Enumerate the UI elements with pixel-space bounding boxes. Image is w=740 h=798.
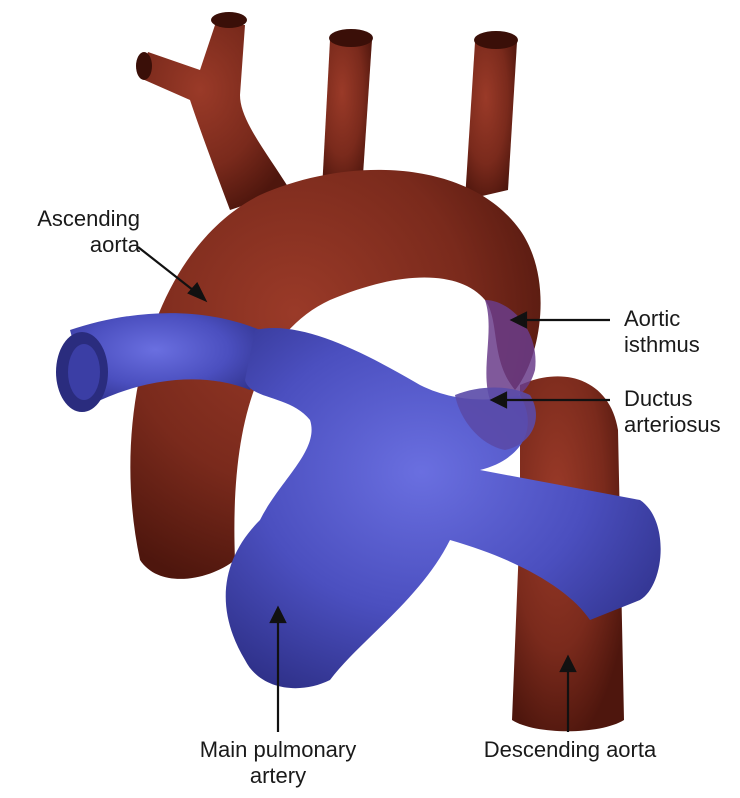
label-aortic-isthmus-line2: isthmus [624, 332, 734, 358]
label-ascending-aorta-line2: aorta [10, 232, 140, 258]
label-main-pulmonary-artery-line2: artery [178, 763, 378, 789]
vessel-opening [474, 31, 518, 49]
label-main-pulmonary-artery-line1: Main pulmonary [178, 737, 378, 763]
label-ascending-aorta: Ascending aorta [10, 206, 140, 258]
left-common-carotid [322, 40, 372, 190]
label-descending-aorta: Descending aorta [470, 737, 670, 763]
vessel-opening [136, 52, 152, 80]
vessel-opening [329, 29, 373, 47]
vessel-opening [211, 12, 247, 28]
label-ascending-aorta-line1: Ascending [10, 206, 140, 232]
label-ductus-arteriosus-line1: Ductus [624, 386, 738, 412]
left-subclavian [465, 42, 517, 200]
label-aortic-isthmus-line1: Aortic [624, 306, 734, 332]
label-ductus-arteriosus-line2: arteriosus [624, 412, 738, 438]
brachiocephalic-artery [140, 25, 290, 210]
label-main-pulmonary-artery: Main pulmonary artery [178, 737, 378, 789]
label-ductus-arteriosus: Ductus arteriosus [624, 386, 738, 438]
label-descending-aorta-line1: Descending aorta [470, 737, 670, 763]
label-aortic-isthmus: Aortic isthmus [624, 306, 734, 358]
vessel-opening [68, 344, 100, 400]
